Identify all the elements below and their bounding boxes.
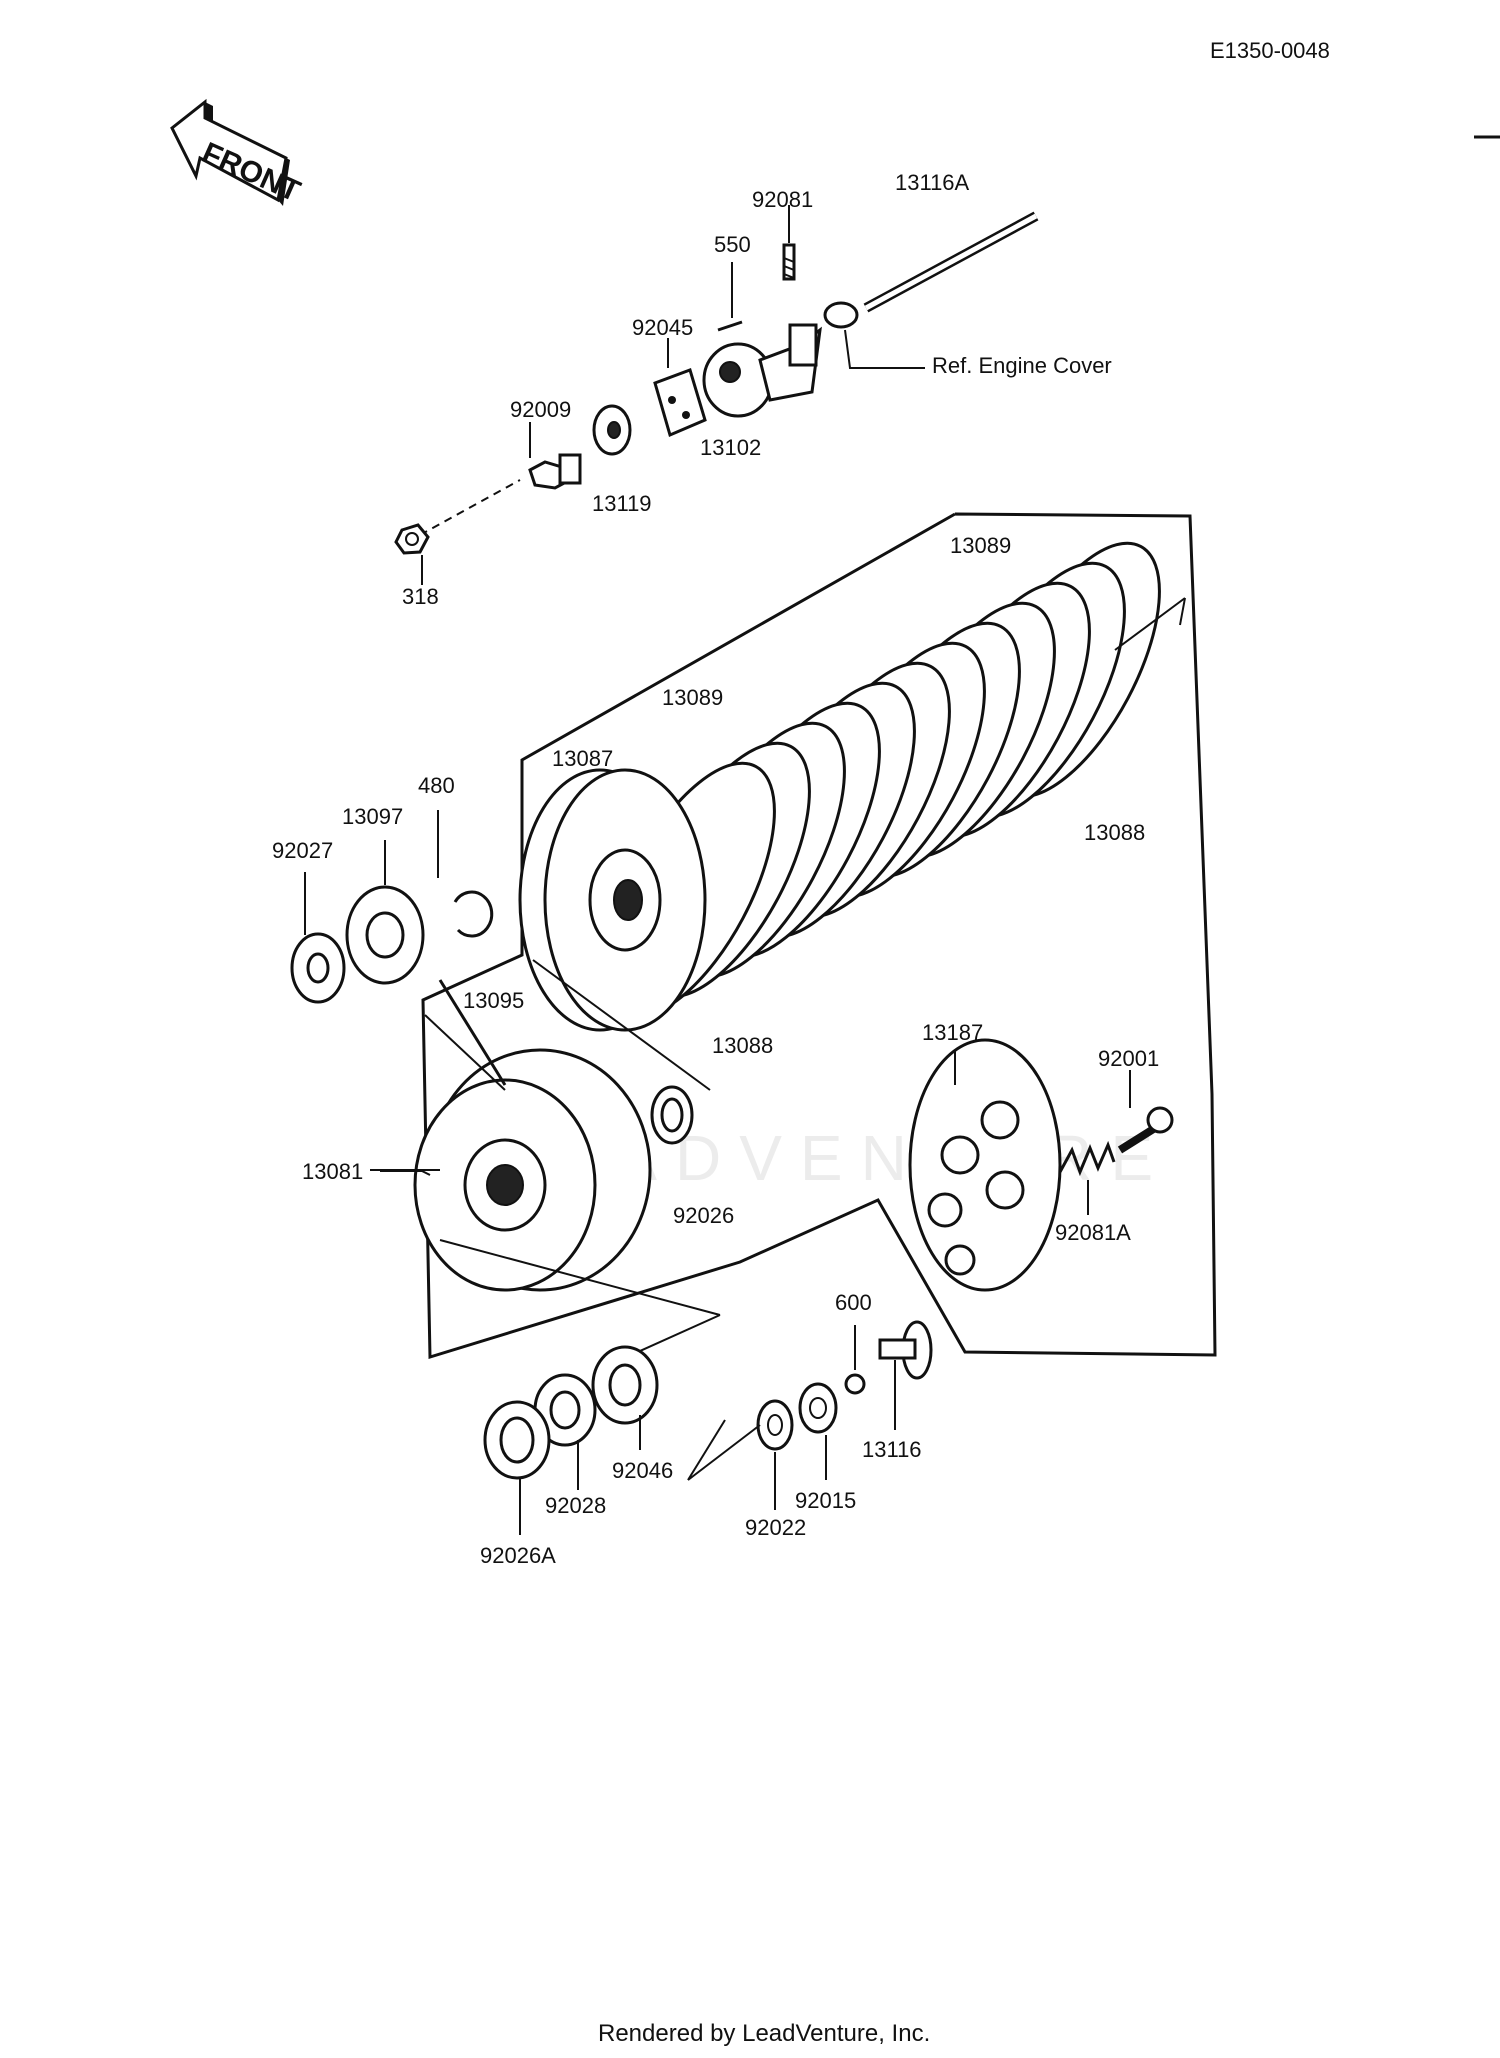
washer-92026 bbox=[650, 1085, 694, 1145]
footer-credit: Rendered by LeadVenture, Inc. bbox=[598, 2020, 930, 2047]
label-92045: 92045 bbox=[632, 315, 693, 340]
label-92046: 92046 bbox=[612, 1458, 673, 1483]
label-92026A: 92026A bbox=[480, 1543, 556, 1568]
diagram-code: E1350-0048 bbox=[1210, 38, 1330, 63]
label-13187: 13187 bbox=[922, 1020, 983, 1045]
label-13119: 13119 bbox=[592, 491, 652, 516]
label-600: 600 bbox=[835, 1290, 872, 1315]
label-13089-mid: 13089 bbox=[662, 685, 723, 710]
label-ref-engine-cover: Ref. Engine Cover bbox=[932, 353, 1112, 378]
pushrod-13116 bbox=[878, 1320, 933, 1380]
label-92026: 92026 bbox=[673, 1203, 734, 1228]
label-92001: 92001 bbox=[1098, 1046, 1159, 1071]
pressure-plate-13187 bbox=[908, 1038, 1062, 1292]
lever-13102 bbox=[702, 323, 822, 418]
ref-leader bbox=[844, 329, 925, 369]
washer-92022 bbox=[756, 1399, 794, 1451]
spring-92081A bbox=[1058, 1140, 1116, 1177]
bearing-92046 bbox=[591, 1345, 659, 1425]
clutch-hub-13087 bbox=[518, 768, 707, 1032]
ball-600 bbox=[844, 1373, 866, 1395]
label-92009: 92009 bbox=[510, 397, 571, 422]
clutch-plates-stack bbox=[604, 541, 1161, 1019]
label-13116: 13116 bbox=[862, 1437, 922, 1462]
label-318: 318 bbox=[402, 584, 439, 609]
washer-92026A bbox=[483, 1400, 551, 1480]
plate-92045 bbox=[653, 368, 707, 438]
bolt-92001 bbox=[1117, 1106, 1174, 1154]
front-arrow-icon: FRONT bbox=[170, 98, 305, 208]
label-550: 550 bbox=[714, 232, 751, 257]
circlip-480 bbox=[453, 890, 494, 938]
label-13087: 13087 bbox=[552, 746, 613, 771]
bolt-92009 bbox=[528, 453, 582, 490]
label-13097: 13097 bbox=[342, 804, 403, 829]
cam-13119 bbox=[592, 404, 632, 456]
pin-550 bbox=[717, 320, 743, 332]
washer-92027 bbox=[290, 932, 346, 1004]
pushrod-13116A bbox=[823, 211, 1039, 329]
label-92027: 92027 bbox=[272, 838, 333, 863]
label-13116A: 13116A bbox=[895, 170, 970, 195]
sprocket-13097 bbox=[345, 885, 425, 985]
nut-92015 bbox=[798, 1382, 838, 1434]
label-13102: 13102 bbox=[700, 435, 761, 460]
label-13089-top: 13089 bbox=[950, 533, 1011, 558]
clutch-housing-13095 bbox=[413, 1048, 652, 1292]
label-480: 480 bbox=[418, 773, 455, 798]
label-92028: 92028 bbox=[545, 1493, 606, 1518]
label-92015: 92015 bbox=[795, 1488, 856, 1513]
label-92081A: 92081A bbox=[1055, 1220, 1131, 1245]
spring-92081 bbox=[782, 243, 796, 281]
label-13081: 13081 bbox=[302, 1159, 363, 1184]
label-13088-lower: 13088 bbox=[712, 1033, 773, 1058]
label-92081: 92081 bbox=[752, 187, 813, 212]
label-13095: 13095 bbox=[463, 988, 524, 1013]
label-13088-right: 13088 bbox=[1084, 820, 1145, 845]
label-92022: 92022 bbox=[745, 1515, 806, 1540]
nut-318 bbox=[394, 523, 430, 555]
